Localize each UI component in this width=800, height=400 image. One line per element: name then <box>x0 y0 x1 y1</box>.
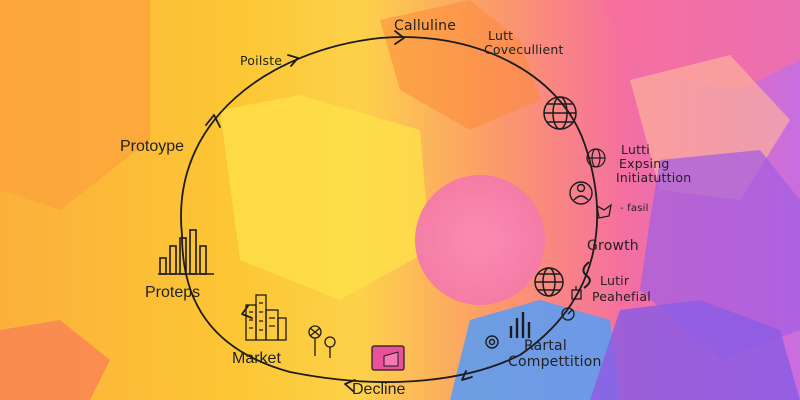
label-right-small: - fasil <box>620 203 649 214</box>
folder-icon <box>371 345 405 371</box>
globe-icon <box>543 96 577 130</box>
label-top-right-1: Lutt <box>488 28 514 43</box>
bg-shape-blue-bottom <box>450 300 620 400</box>
gauge-icon <box>561 307 575 321</box>
label-bottom: Decline <box>352 381 406 398</box>
label-right-lower-1: Lutir <box>600 273 630 288</box>
arrowhead-bottom-right <box>461 370 473 381</box>
bg-shape-orange-bottom-left <box>0 320 110 400</box>
tool-icon <box>571 286 582 300</box>
label-right-upper-3: Initiatuttion <box>616 170 692 185</box>
bg-shape-orange-top <box>380 0 540 130</box>
arrowhead-top-left <box>287 54 299 67</box>
buildings-icon <box>245 294 287 341</box>
trees-icon <box>308 325 336 358</box>
arrowhead-bottom <box>344 379 356 392</box>
people-icon <box>569 181 593 205</box>
cycle-arc <box>180 36 598 383</box>
bg-shape-yellow-center <box>220 95 430 300</box>
label-left-lower: Proteps <box>145 284 201 301</box>
bg-shape-purple-bottom <box>590 300 800 400</box>
cursor-hand-icon <box>596 203 612 219</box>
arrowhead-left <box>205 114 221 128</box>
label-top-right-2: Covecullient <box>484 42 564 57</box>
globe-lower-icon <box>534 267 564 297</box>
bg-shape-orange-left <box>0 0 150 210</box>
bg-shape-pink-top-right <box>600 0 800 90</box>
label-top-left: Poilste <box>240 53 283 68</box>
label-top: Calluline <box>394 18 457 34</box>
label-bottom-right-1: Rartal <box>524 338 567 354</box>
s-curve-icon <box>582 261 591 289</box>
label-right-mid: Growth <box>587 238 639 254</box>
label-bottom-right-2: Compettition <box>508 354 602 370</box>
bg-circle-pink <box>415 175 545 305</box>
globe-small-icon <box>586 148 606 168</box>
label-left: Protoype <box>120 138 185 155</box>
arrowhead-top <box>394 30 405 45</box>
label-right-upper-2: Expsing <box>619 156 670 171</box>
label-right-upper-1: Lutti <box>621 142 650 157</box>
ring-icon <box>485 335 499 349</box>
label-right-lower-2: Peahefial <box>592 289 651 304</box>
label-bottom-left: Market <box>232 350 281 367</box>
rising-bars-icon <box>509 312 531 338</box>
bar-chart-icon <box>158 229 214 275</box>
